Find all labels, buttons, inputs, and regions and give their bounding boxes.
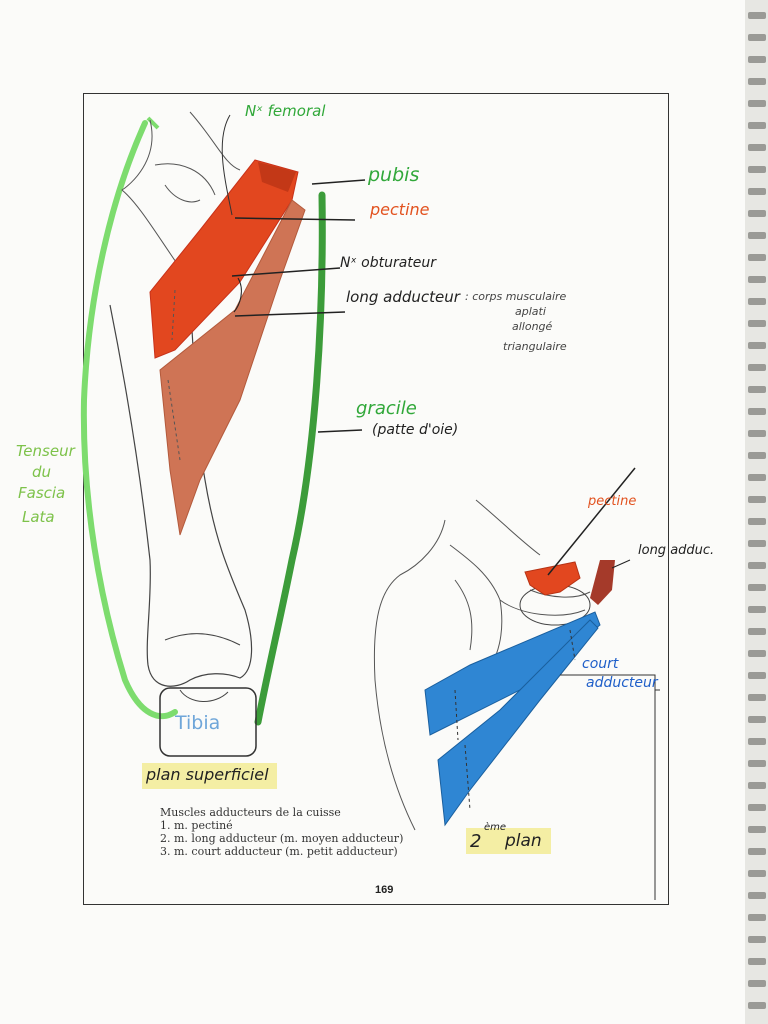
nerf-obturateur-label: Nˣ obturateur [340, 255, 437, 271]
plan-superficiel-highlight [142, 763, 277, 789]
binding-ring [748, 804, 766, 811]
binding-ring [748, 870, 766, 877]
binding-ring [748, 342, 766, 349]
binding-ring [748, 122, 766, 129]
binding-ring [748, 650, 766, 657]
binding-ring [748, 540, 766, 547]
binding-ring [748, 474, 766, 481]
binding-ring [748, 232, 766, 239]
tenseur-label-line-4: Lata [22, 508, 55, 526]
binding-ring [748, 1002, 766, 1009]
pelvis-outline [121, 111, 241, 276]
binding-ring [748, 496, 766, 503]
binding-ring [748, 584, 766, 591]
caption-item-2: 2. m. long adducteur (m. moyen adducteur… [160, 832, 404, 845]
description-line-1: : corps musculaire [465, 290, 567, 303]
binding-ring [748, 452, 766, 459]
binding-ring [748, 958, 766, 965]
second-plan-pelvis-outline [373, 499, 591, 831]
description-line-3: allongé [512, 320, 553, 333]
binding-ring [748, 914, 766, 921]
binding-ring [748, 562, 766, 569]
binding-ring [748, 694, 766, 701]
binding-ring [748, 276, 766, 283]
binding-ring [748, 606, 766, 613]
binding-ring [748, 892, 766, 899]
caption-item-3: 3. m. court adducteur (m. petit adducteu… [160, 845, 398, 858]
binding-ring [748, 716, 766, 723]
binding-ring [748, 672, 766, 679]
court-adducteur-muscle-upper [424, 611, 601, 736]
deuxieme-plan-word: plan [505, 831, 542, 851]
binding-ring [748, 848, 766, 855]
tibia-box [159, 687, 257, 757]
pectine-label: pectine [370, 200, 430, 219]
tenseur-fascia-lata-outline [80, 120, 178, 720]
long-adducteur-muscle-deep [590, 560, 615, 605]
tenseur-label-line-3: Fascia [18, 484, 66, 502]
pectine-muscle [149, 159, 299, 359]
binding-ring [748, 826, 766, 833]
binding-ring [748, 166, 766, 173]
plan-superficiel-label: plan superficiel [146, 765, 269, 784]
long-adducteur-muscle [159, 199, 306, 536]
binding-ring [748, 738, 766, 745]
binding-ring [748, 518, 766, 525]
binding-ring [748, 628, 766, 635]
binding-ring [748, 144, 766, 151]
binding-ring [748, 760, 766, 767]
binding-ring [748, 298, 766, 305]
tenseur-label-line-1: Tenseur [16, 442, 75, 460]
figure-caption: Muscles adducteurs de la cuisse 1. m. pe… [160, 806, 403, 858]
caption-title: Muscles adducteurs de la cuisse [160, 806, 341, 819]
figure-frame [83, 93, 669, 905]
binding-ring [748, 936, 766, 943]
binding-ring [748, 254, 766, 261]
binding-ring [748, 364, 766, 371]
binding-ring [748, 782, 766, 789]
page-number: 169 [375, 884, 394, 896]
court-adducteur-label-line-2: adducteur [586, 675, 658, 691]
binding-ring [748, 430, 766, 437]
binding-ring [748, 100, 766, 107]
long-adduc-label: long adduc. [638, 543, 715, 558]
court-adducteur-muscle-lower [437, 619, 599, 827]
caption-item-1: 1. m. pectiné [160, 819, 233, 832]
tibia-label: Tibia [175, 712, 221, 734]
description-line-4: triangulaire [503, 340, 567, 353]
description-line-2: aplati [515, 305, 546, 318]
binding-ring [748, 408, 766, 415]
pectine-muscle-deep [524, 561, 581, 596]
pectine-deep-label: pectine [588, 494, 637, 509]
pubis-label: pubis [368, 164, 420, 186]
gracile-label: gracile [356, 398, 417, 419]
binding-ring [748, 12, 766, 19]
knee-outline [179, 689, 229, 702]
femur-outline [109, 304, 253, 687]
tenseur-label-line-2: du [32, 463, 52, 481]
binding-ring [748, 56, 766, 63]
deuxieme-plan-number: 2 [470, 831, 482, 852]
long-adducteur-label: long adducteur [346, 288, 460, 306]
gracile-muscle [254, 191, 326, 726]
spiral-binding [745, 0, 768, 1024]
binding-ring [748, 320, 766, 327]
binding-ring [748, 78, 766, 85]
deuxieme-plan-highlight [466, 828, 551, 854]
binding-ring [748, 210, 766, 217]
nerf-femoral-label: Nˣ femoral [245, 102, 326, 120]
patte-oie-label: (patte d'oie) [372, 422, 459, 438]
binding-ring [748, 188, 766, 195]
binding-ring [748, 980, 766, 987]
binding-ring [748, 34, 766, 41]
court-adducteur-label-line-1: court [582, 656, 619, 672]
deuxieme-plan-superscript: ème [484, 822, 507, 833]
binding-ring [748, 386, 766, 393]
